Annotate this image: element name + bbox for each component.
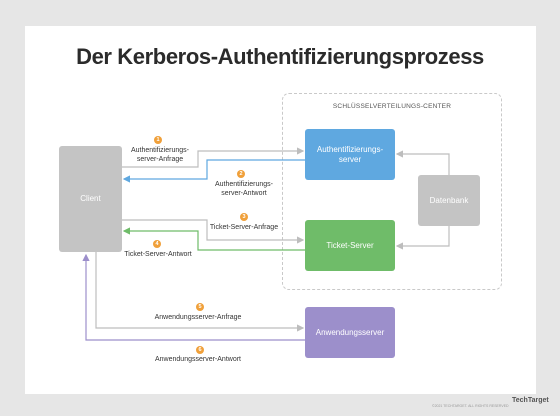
step-2-badge: 2 [237,170,245,178]
arrow-db-ticket [395,226,450,250]
step-2-label-line2: server-Antwort [221,190,267,197]
kdc-label: SCHLÜSSELVERTEILUNGS-CENTER [332,103,452,110]
techtarget-logo: TechTarget [512,397,549,404]
step-3-label: Ticket-Server-Anfrage [209,224,279,231]
arrow-step-1 [122,147,305,168]
step-2-label: Authentifizierungs- server-Antwort [208,180,280,198]
ticket-server-node: Ticket-Server [305,220,395,271]
step-5-label: Anwendungsserver-Anfrage [154,314,242,321]
app-server-node: Anwendungsserver [305,307,395,358]
step-6-label: Anwendungsserver-Antwort [155,356,241,363]
step-1-label-line2: server-Anfrage [136,156,184,163]
arrow-step-4 [122,227,305,251]
client-node: Client [59,146,122,252]
step-6-badge: 6 [196,346,204,354]
step-4-badge: 4 [153,240,161,248]
arrow-step-3 [122,219,305,244]
step-1-label: Authentifizierungs- server-Anfrage [124,146,196,164]
auth-server-node: Authentifizierungs-server [305,129,395,180]
step-1-label-line1: Authentifizierungs- [131,147,189,154]
copyright-text: ©2021 TECHTARGET. ALL RIGHTS RESERVED [432,404,509,408]
step-2-label-line1: Authentifizierungs- [215,181,273,188]
step-1-badge: 1 [154,136,162,144]
arrow-step-6 [82,253,305,341]
diagram-title: Der Kerberos-Authentifizierungsprozess [76,44,484,69]
step-4-label: Ticket-Server-Antwort [124,251,192,258]
step-5-badge: 5 [196,303,204,311]
step-3-badge: 3 [240,213,248,221]
arrow-step-2 [122,159,305,183]
arrow-step-5 [95,252,305,332]
database-node: Datenbank [418,175,480,226]
arrow-db-auth [395,150,450,175]
kdc-container [282,93,502,290]
